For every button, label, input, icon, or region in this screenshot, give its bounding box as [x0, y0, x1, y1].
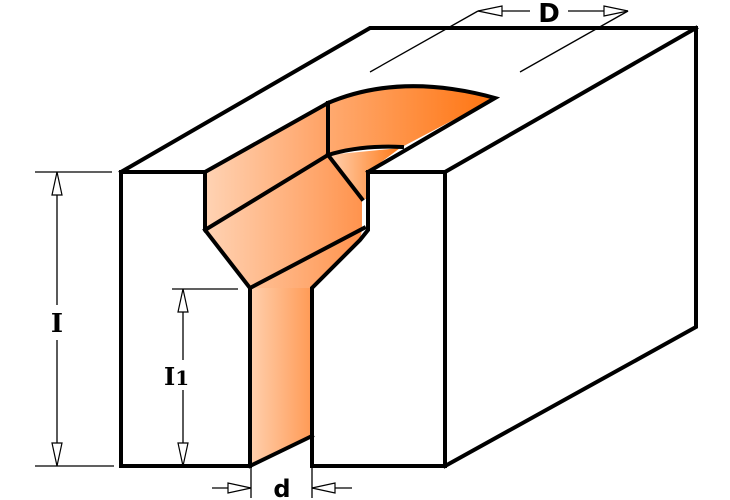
arrow-down-icon [51, 442, 63, 467]
cutter-top-arc [328, 86, 495, 155]
arrow-down-icon [177, 442, 189, 467]
arrow-right-icon [603, 5, 629, 17]
top-face-right [368, 28, 696, 172]
label-I: I [51, 309, 63, 339]
cutter-body-lower [205, 155, 362, 288]
label-I1: I1 [164, 362, 189, 391]
cutter-neck [250, 288, 312, 466]
dimension-d: d [212, 468, 352, 500]
label-D: D [538, 0, 560, 29]
arrow-left-icon [311, 482, 336, 494]
label-d: d [273, 475, 290, 500]
dimension-I: I [35, 171, 114, 467]
outlines [118, 25, 699, 469]
top-face-left [121, 28, 450, 172]
arrow-up-icon [177, 288, 189, 313]
cutter-arc-facet [328, 148, 400, 199]
cutter-body-upper [205, 103, 328, 230]
arrow-up-icon [51, 171, 63, 196]
dimension-D: D [369, 0, 629, 73]
arrow-left-icon [477, 5, 503, 17]
arrow-right-icon [227, 482, 252, 494]
front-left-jaw [121, 172, 250, 466]
dimension-I1: I1 [164, 288, 238, 467]
front-right-jaw [312, 172, 445, 466]
